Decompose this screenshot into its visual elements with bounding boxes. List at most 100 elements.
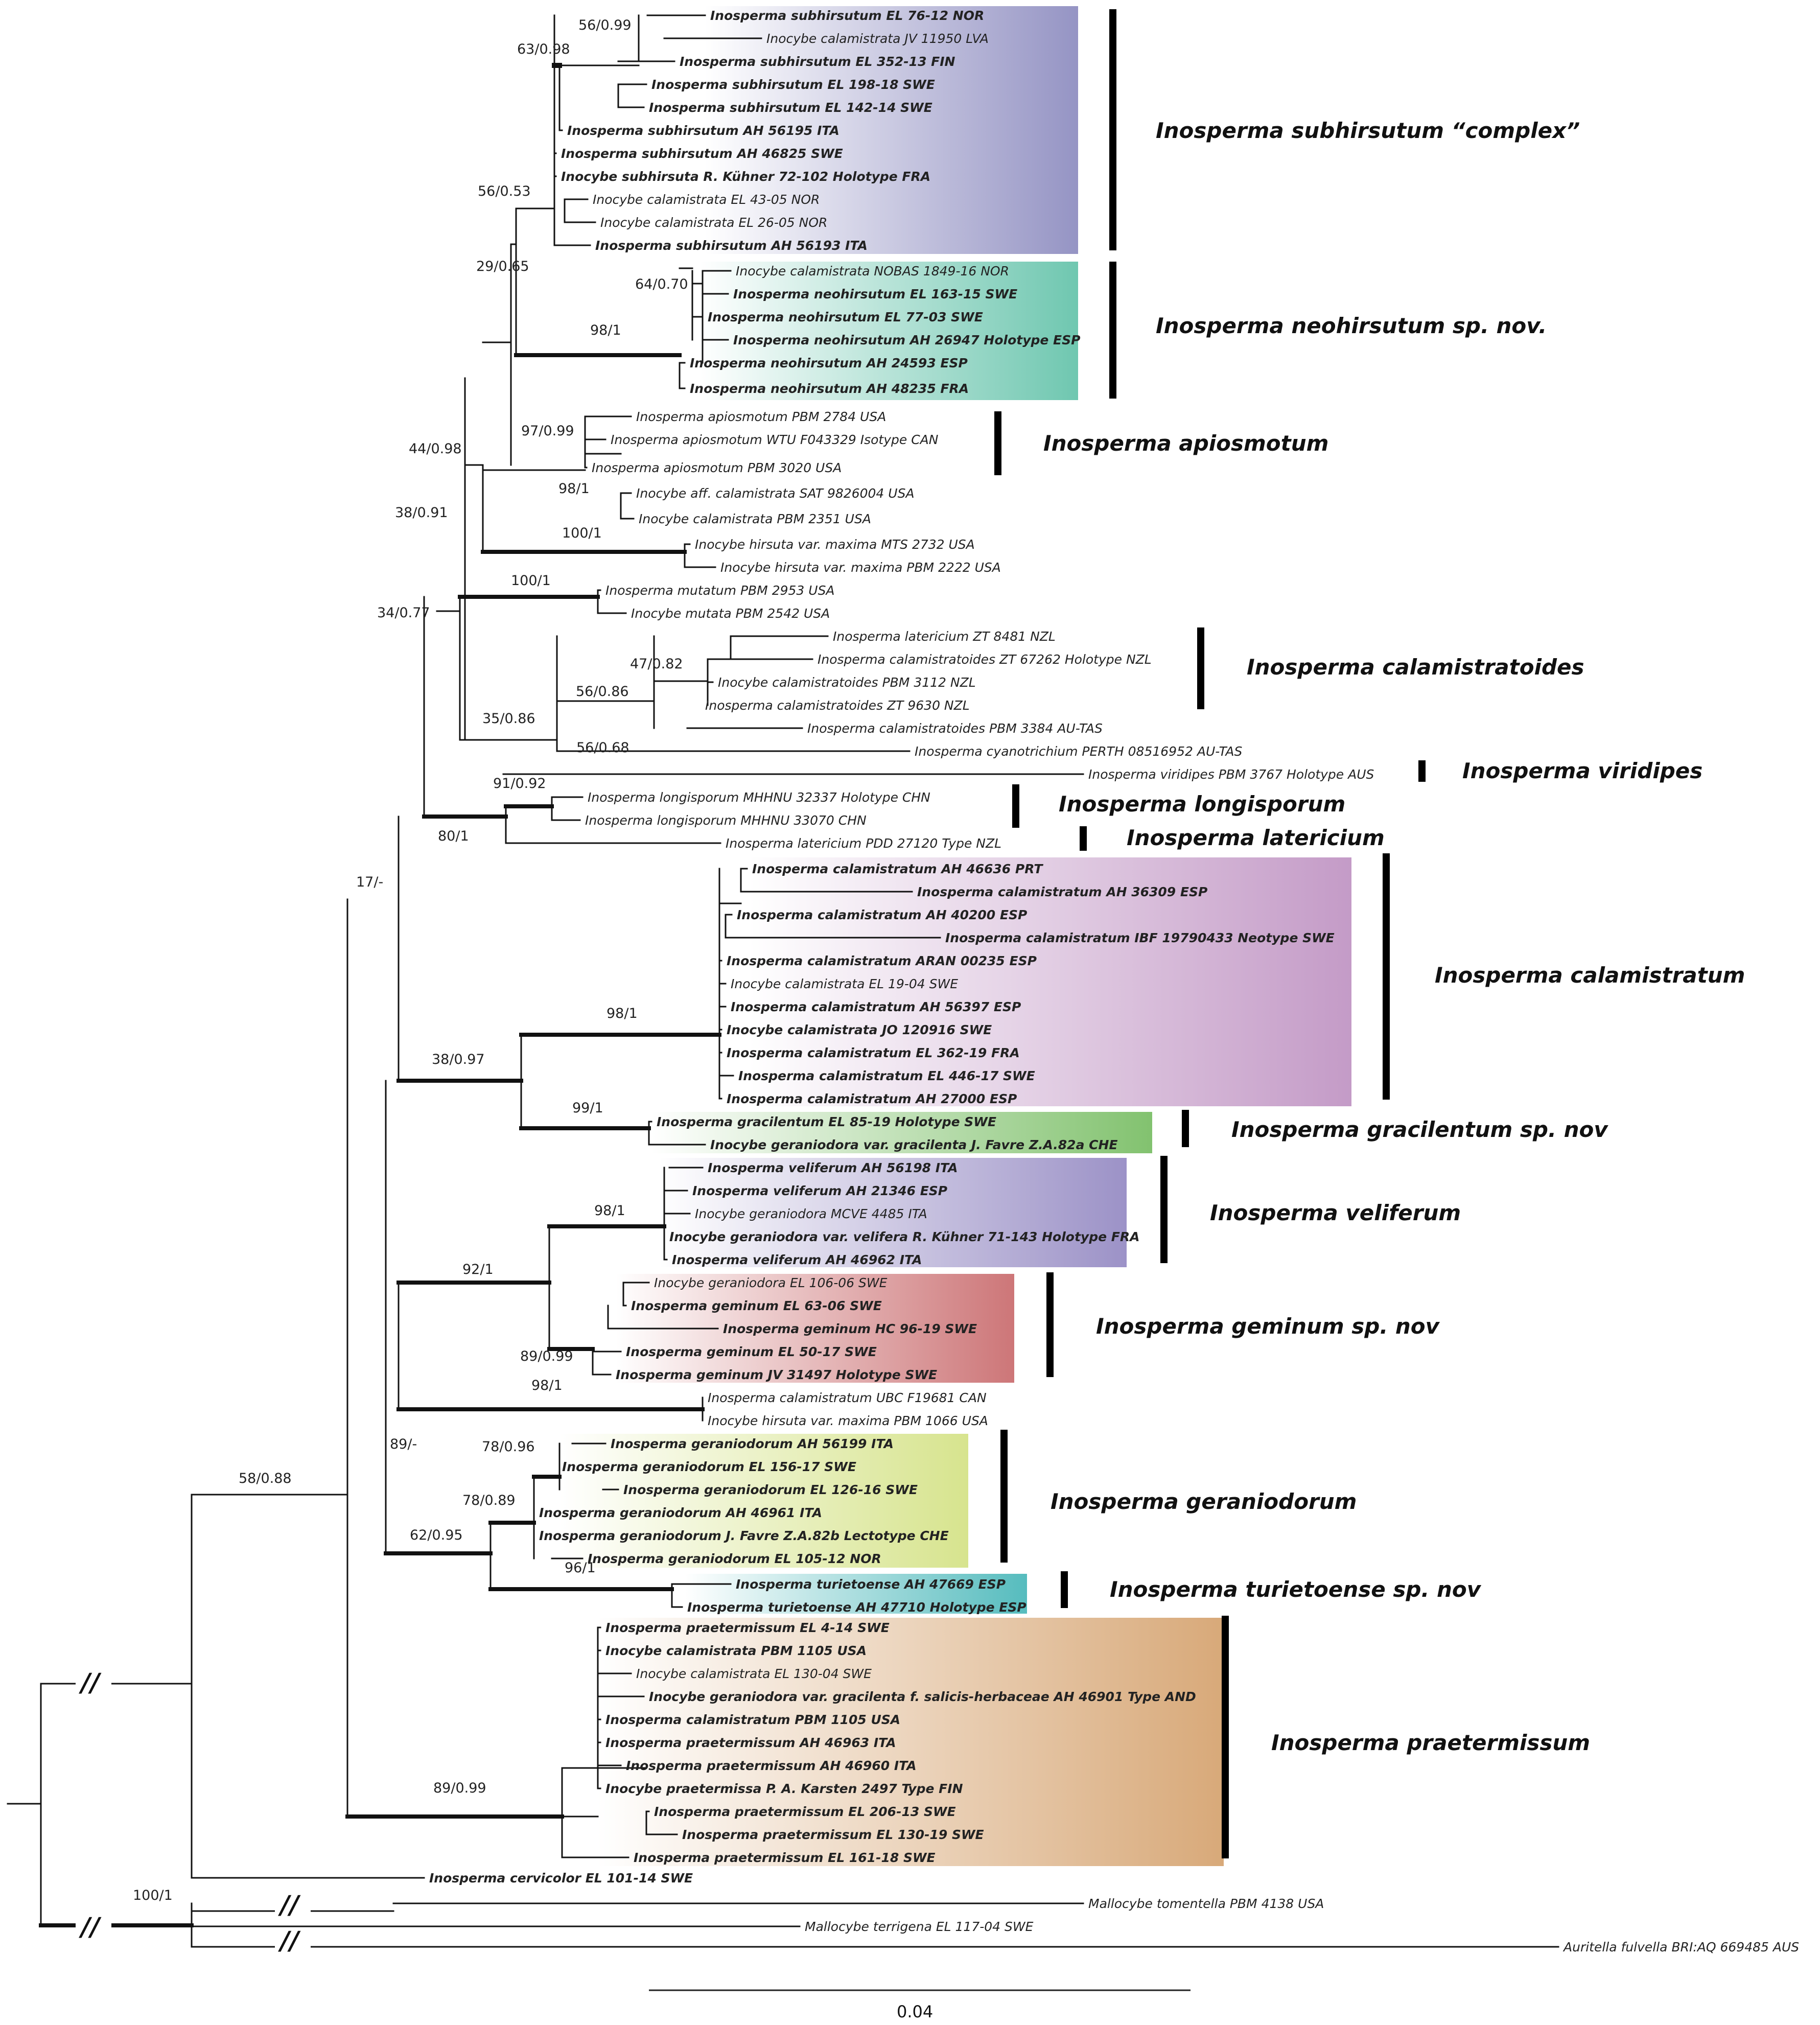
- clade-bar: [1160, 1156, 1168, 1263]
- taxon-label: Inocybe calamistrata EL 43-05 NOR: [593, 192, 820, 207]
- taxon-label: Inosperma calamistratum AH 36309 ESP: [917, 885, 1207, 899]
- support-value: 64/0.70: [635, 276, 688, 292]
- clade-bar: [1061, 1571, 1068, 1608]
- branch-break-mark: //: [278, 1925, 301, 1956]
- support-value: 44/0.98: [409, 441, 462, 457]
- taxon-label: Auritella fulvella BRI:AQ 669485 AUS: [1562, 1940, 1799, 1954]
- taxon-label: Inosperma cervicolor EL 101-14 SWE: [429, 1871, 693, 1886]
- taxon-label: Inosperma calamistratum UBC F19681 CAN: [708, 1390, 987, 1405]
- taxon-label: Inosperma subhirsutum AH 56195 ITA: [567, 123, 839, 138]
- taxon-label: Inocybe praetermissa P. A. Karsten 2497 …: [605, 1781, 963, 1796]
- taxon-label: Inocybe geraniodora var. gracilenta J. F…: [710, 1137, 1118, 1152]
- support-value: 34/0.77: [377, 605, 430, 621]
- clade-bar: [994, 411, 1001, 475]
- taxon-label: Inosperma calamistratum IBF 19790433 Neo…: [945, 930, 1335, 945]
- taxon-label: Inosperma calamistratoides ZT 9630 NZL: [705, 698, 970, 713]
- taxon-label: Inosperma neohirsutum AH 48235 FRA: [690, 381, 969, 396]
- clade-name: Inosperma gracilentum sp. nov: [1231, 1117, 1608, 1142]
- taxon-label: Inosperma turietoense AH 47669 ESP: [736, 1577, 1006, 1592]
- taxon-label: Inocybe calamistrata PBM 1105 USA: [605, 1643, 867, 1658]
- taxon-label: Inosperma geraniodorum EL 156-17 SWE: [562, 1459, 856, 1474]
- break-mask: [76, 1670, 111, 1698]
- taxon-label: Inosperma viridipes PBM 3767 Holotype AU…: [1088, 767, 1374, 782]
- taxon-label: Inocybe hirsuta var. maxima PBM 2222 USA: [720, 560, 1001, 575]
- taxon-label: Inosperma neohirsutum EL 77-03 SWE: [708, 310, 983, 324]
- taxon-label: Inosperma geraniodorum EL 105-12 NOR: [588, 1551, 881, 1566]
- support-value: 100/1: [562, 525, 602, 541]
- taxon-label: Inocybe subhirsuta R. Kühner 72-102 Holo…: [561, 169, 930, 184]
- taxon-label: Inosperma calamistratum AH 56397 ESP: [731, 999, 1021, 1014]
- taxon-label: Inocybe hirsuta var. maxima MTS 2732 USA: [695, 537, 975, 552]
- taxon-label: Inosperma geraniodorum AH 56199 ITA: [611, 1436, 894, 1451]
- taxon-label: Inocybe aff. calamistrata SAT 9826004 US…: [636, 486, 915, 501]
- taxon-label: Inosperma geraniodorum EL 126-16 SWE: [623, 1482, 918, 1497]
- clade-name: Inosperma neohirsutum sp. nov.: [1156, 313, 1547, 338]
- support-value: 58/0.88: [239, 1471, 292, 1486]
- taxon-label: Inosperma praetermissum EL 130-19 SWE: [682, 1827, 984, 1842]
- support-value: 47/0.82: [630, 656, 683, 672]
- taxon-label: Inosperma subhirsutum EL 352-13 FIN: [680, 54, 955, 69]
- clade-name: Inosperma latericium: [1127, 825, 1385, 850]
- support-value: 89/-: [390, 1436, 417, 1452]
- support-value: 98/1: [558, 481, 590, 497]
- taxon-label: Inocybe calamistrata JO 120916 SWE: [727, 1022, 992, 1037]
- taxon-label: Inosperma turietoense AH 47710 Holotype …: [687, 1600, 1026, 1615]
- support-value: 78/0.96: [482, 1439, 535, 1455]
- clade-box-praetermissum: [598, 1618, 1224, 1866]
- support-value: 89/0.99: [433, 1780, 486, 1796]
- taxon-label: Inosperma calamistratum AH 46636 PRT: [752, 862, 1043, 876]
- clade-name: Inosperma veliferum: [1210, 1200, 1461, 1225]
- clade-box-veliferum: [659, 1158, 1127, 1267]
- clade-bar: [1012, 784, 1019, 828]
- taxon-label: Inosperma calamistratum PBM 1105 USA: [605, 1712, 900, 1727]
- taxon-label: Inosperma subhirsutum EL 76-12 NOR: [710, 8, 984, 23]
- support-value: 38/0.91: [395, 505, 448, 521]
- clade-bar: [1046, 1272, 1054, 1377]
- taxon-label: Inosperma neohirsutum AH 24593 ESP: [690, 356, 968, 370]
- clade-box-geraniodorum: [559, 1434, 968, 1568]
- taxon-label: Inosperma geminum HC 96-19 SWE: [723, 1321, 977, 1336]
- taxon-label: Inosperma praetermissum EL 161-18 SWE: [634, 1850, 936, 1865]
- support-value: 96/1: [565, 1560, 596, 1576]
- clade-name: Inosperma calamistratum: [1435, 963, 1745, 988]
- clade-bar: [1418, 760, 1426, 782]
- taxon-label: Inocybe calamistrata PBM 2351 USA: [639, 511, 871, 526]
- support-value: 56/0.86: [576, 684, 629, 700]
- taxon-label: Inosperma veliferum AH 21346 ESP: [692, 1183, 947, 1198]
- taxon-label: Inosperma apiosmotum WTU F043329 Isotype…: [611, 432, 939, 447]
- taxon-label: Inocybe geraniodora EL 106-06 SWE: [654, 1275, 888, 1290]
- taxon-label: Inocybe calamistratoides PBM 3112 NZL: [718, 675, 976, 690]
- taxon-label: Inosperma subhirsutum EL 198-18 SWE: [651, 77, 935, 92]
- support-value: 97/0.99: [521, 423, 574, 439]
- support-value: 91/0.92: [493, 776, 546, 792]
- taxon-label: Inosperma calamistratoides ZT 67262 Holo…: [818, 652, 1152, 667]
- clade-box-neohirsutum: [700, 262, 1078, 400]
- clade-bar: [1000, 1430, 1008, 1563]
- taxon-label: Inocybe mutata PBM 2542 USA: [631, 606, 830, 621]
- support-value: 56/0.53: [478, 183, 531, 199]
- taxon-label: Inosperma calamistratum EL 446-17 SWE: [738, 1068, 1035, 1083]
- support-value: 98/1: [606, 1006, 638, 1021]
- clade-box-turietoense: [685, 1574, 1027, 1614]
- support-value: 80/1: [438, 828, 469, 844]
- taxon-label: Inosperma cyanotrichium PERTH 08516952 A…: [915, 744, 1243, 759]
- clade-box-calamistratum: [749, 857, 1351, 1106]
- taxon-label: Inosperma praetermissum EL 4-14 SWE: [605, 1620, 890, 1635]
- support-value: 63/0.98: [517, 41, 570, 57]
- taxon-label: Mallocybe terrigena EL 117-04 SWE: [805, 1919, 1034, 1934]
- support-value: 17/-: [356, 874, 383, 890]
- support-value: 38/0.97: [432, 1052, 485, 1067]
- taxon-label: Inocybe calamistrata EL 26-05 NOR: [600, 215, 827, 230]
- clade-name: Inosperma turietoense sp. nov: [1110, 1577, 1482, 1602]
- taxon-label: Inocybe geraniodora MCVE 4485 ITA: [695, 1206, 927, 1221]
- support-value: 100/1: [511, 573, 551, 589]
- taxon-label: Inosperma veliferum AH 46962 ITA: [672, 1252, 922, 1267]
- break-mask: [76, 1914, 111, 1943]
- taxon-label: Inocybe geraniodora var. gracilenta f. s…: [649, 1689, 1196, 1704]
- taxon-label: Inosperma geraniodorum AH 46961 ITA: [539, 1505, 822, 1520]
- branch-break-mark: //: [79, 1667, 102, 1697]
- support-value: 56/0.68: [576, 740, 629, 756]
- support-value: 99/1: [572, 1100, 603, 1116]
- taxon-label: Inosperma subhirsutum AH 56193 ITA: [595, 238, 868, 253]
- clade-bar: [1383, 853, 1390, 1100]
